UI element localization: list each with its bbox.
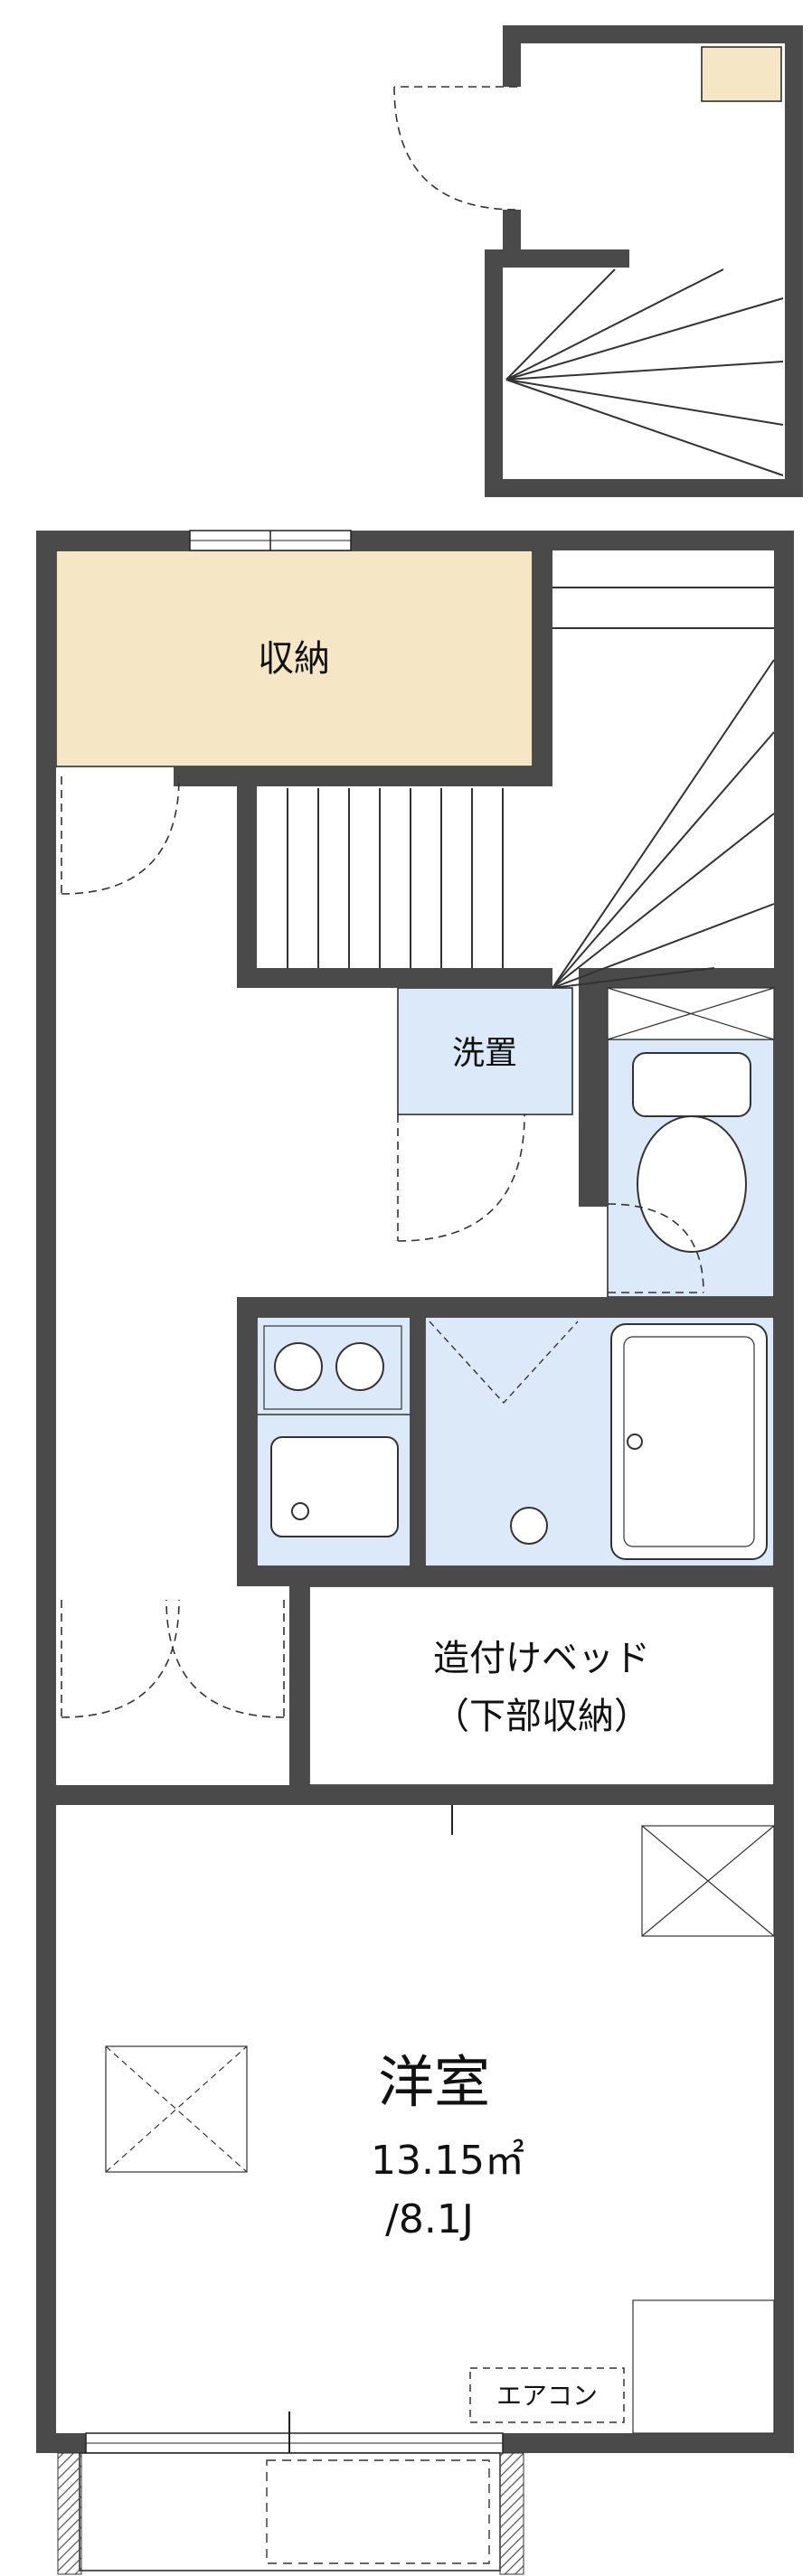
built-in-bed	[308, 1585, 775, 1786]
wall-segment	[579, 968, 608, 1207]
wall-segment	[289, 1586, 309, 1805]
main-room-area-tatami: /8.1J	[385, 2196, 474, 2242]
closet-door-arc-left	[61, 1599, 180, 1718]
hall-door-arc	[61, 776, 180, 895]
wall-segment	[237, 968, 552, 988]
porch	[57, 2452, 524, 2575]
wall-segment	[503, 25, 521, 87]
wall-segment	[174, 766, 552, 786]
hatched-wall	[499, 2452, 524, 2575]
sink-icon	[270, 1436, 399, 1537]
counter-box	[105, 2045, 248, 2173]
wall-segment	[237, 1317, 257, 1566]
bath-folding-door	[429, 1321, 579, 1405]
toilet-icon	[632, 1052, 751, 1253]
alcove-box	[632, 2299, 775, 2434]
wall-segment	[237, 1566, 794, 1586]
bed-label-line2: （下部収納）	[433, 1696, 650, 1737]
wall-segment	[411, 1317, 425, 1566]
bed-label-line1: 造付けベッド	[433, 1638, 650, 1679]
straight-stairs	[287, 788, 504, 968]
room-labels: 収納 洗置 造付けベッド （下部収納） 洋室 13.15㎡ /8.1J	[258, 638, 650, 2242]
main-room-label: 洋室	[378, 2049, 490, 2115]
closet-fills	[55, 46, 782, 767]
toilet-door-arc	[607, 1203, 704, 1293]
hatched-wall	[57, 2452, 82, 2575]
laundry-label: 洗置	[452, 1035, 517, 1072]
main-winder-stairs	[552, 587, 775, 989]
closet-room	[55, 550, 533, 767]
wall-segment	[533, 550, 552, 786]
closet-label: 収納	[258, 638, 330, 680]
wall-segment	[36, 531, 56, 2453]
wall-segment	[36, 1785, 794, 1805]
corner-shelf-box	[641, 1825, 775, 1937]
aircon-label: エアコン	[496, 2381, 598, 2411]
wall-segment	[485, 249, 629, 268]
bathtub-icon	[429, 1321, 768, 1560]
wall-segment	[237, 1297, 794, 1317]
wall-segment	[608, 968, 774, 988]
wall-segment	[485, 249, 503, 497]
wall-segment	[785, 25, 803, 497]
entry-door-arc	[393, 86, 518, 211]
upper-cabinet-icon	[607, 987, 775, 1040]
wall-segment	[503, 25, 803, 43]
washroom-door-arc	[397, 1114, 525, 1242]
closet-door-arc-right	[165, 1599, 285, 1718]
wall-segment	[774, 531, 794, 2453]
door-arcs	[61, 86, 704, 1718]
stove-icon	[257, 1325, 411, 1415]
entry-shelf	[701, 46, 782, 102]
upper-winder-stairs	[505, 268, 784, 476]
main-room-area-sqm: 13.15㎡	[371, 2138, 524, 2184]
aircon-box: エアコン	[469, 2367, 625, 2423]
wall-segment	[237, 786, 257, 988]
wall-segment	[485, 479, 803, 497]
porch-dashed-area	[266, 2459, 490, 2564]
windows	[85, 530, 504, 2454]
wall-segment	[36, 531, 794, 550]
